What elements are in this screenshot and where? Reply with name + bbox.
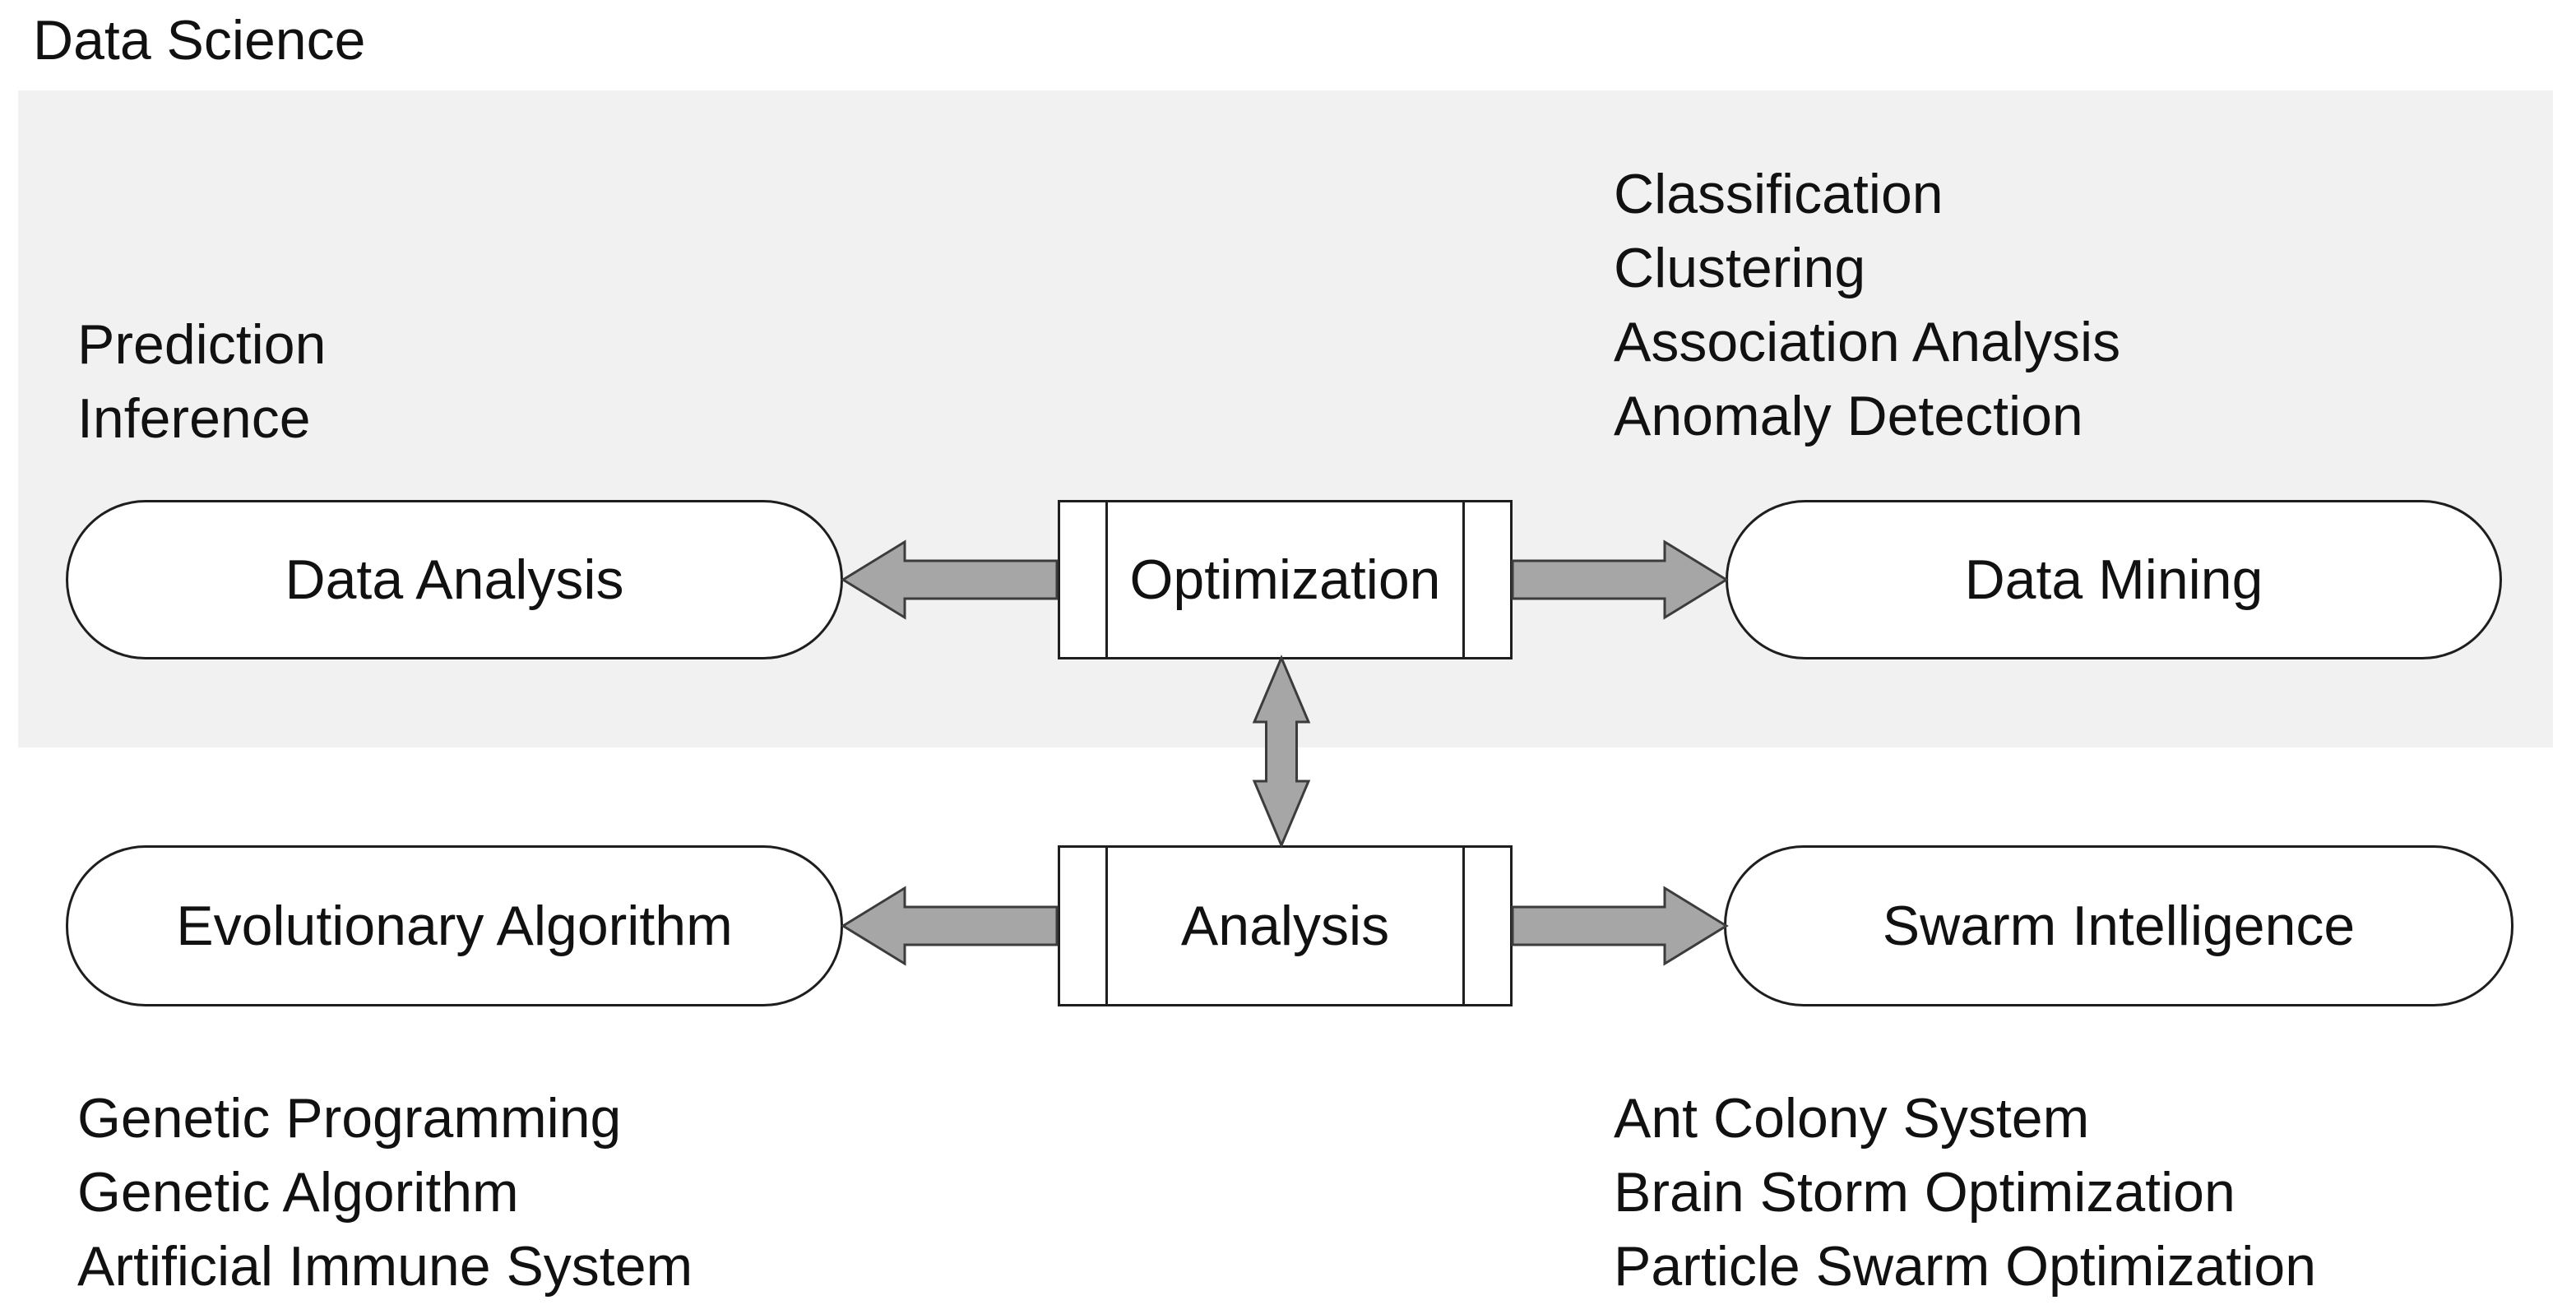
node-evolutionary-algorithm: Evolutionary Algorithm (66, 845, 843, 1006)
node-data-analysis-label: Data Analysis (285, 548, 624, 611)
node-swarm-intelligence-label: Swarm Intelligence (1882, 895, 2356, 957)
data-mining-methods-list: Classification Clustering Association An… (1614, 163, 2121, 447)
node-analysis: Analysis (1058, 845, 1513, 1006)
node-data-mining: Data Mining (1726, 500, 2502, 659)
arrow-analysis-to-evolutionary-algorithm-icon (841, 886, 1059, 966)
node-data-analysis: Data Analysis (66, 500, 843, 659)
arrow-analysis-to-swarm-intelligence-icon (1511, 886, 1729, 966)
swarm-intelligence-examples-list: Ant Colony System Brain Storm Optimizati… (1614, 1087, 2317, 1298)
node-swarm-intelligence: Swarm Intelligence (1724, 845, 2513, 1006)
arrow-optimization-analysis-bidirectional-icon (1252, 655, 1311, 849)
arrow-optimization-to-data-mining-icon (1511, 539, 1729, 620)
node-evolutionary-algorithm-label: Evolutionary Algorithm (176, 895, 733, 957)
node-optimization: Optimization (1058, 500, 1513, 659)
evolutionary-algorithm-examples-list: Genetic Programming Genetic Algorithm Ar… (77, 1087, 693, 1298)
data-analysis-methods-list: Prediction Inference (77, 313, 327, 450)
node-data-mining-label: Data Mining (1964, 548, 2263, 611)
node-analysis-label: Analysis (1180, 895, 1390, 957)
arrow-optimization-to-data-analysis-icon (841, 539, 1059, 620)
node-optimization-label: Optimization (1129, 548, 1441, 611)
diagram-title: Data Science (33, 9, 366, 72)
